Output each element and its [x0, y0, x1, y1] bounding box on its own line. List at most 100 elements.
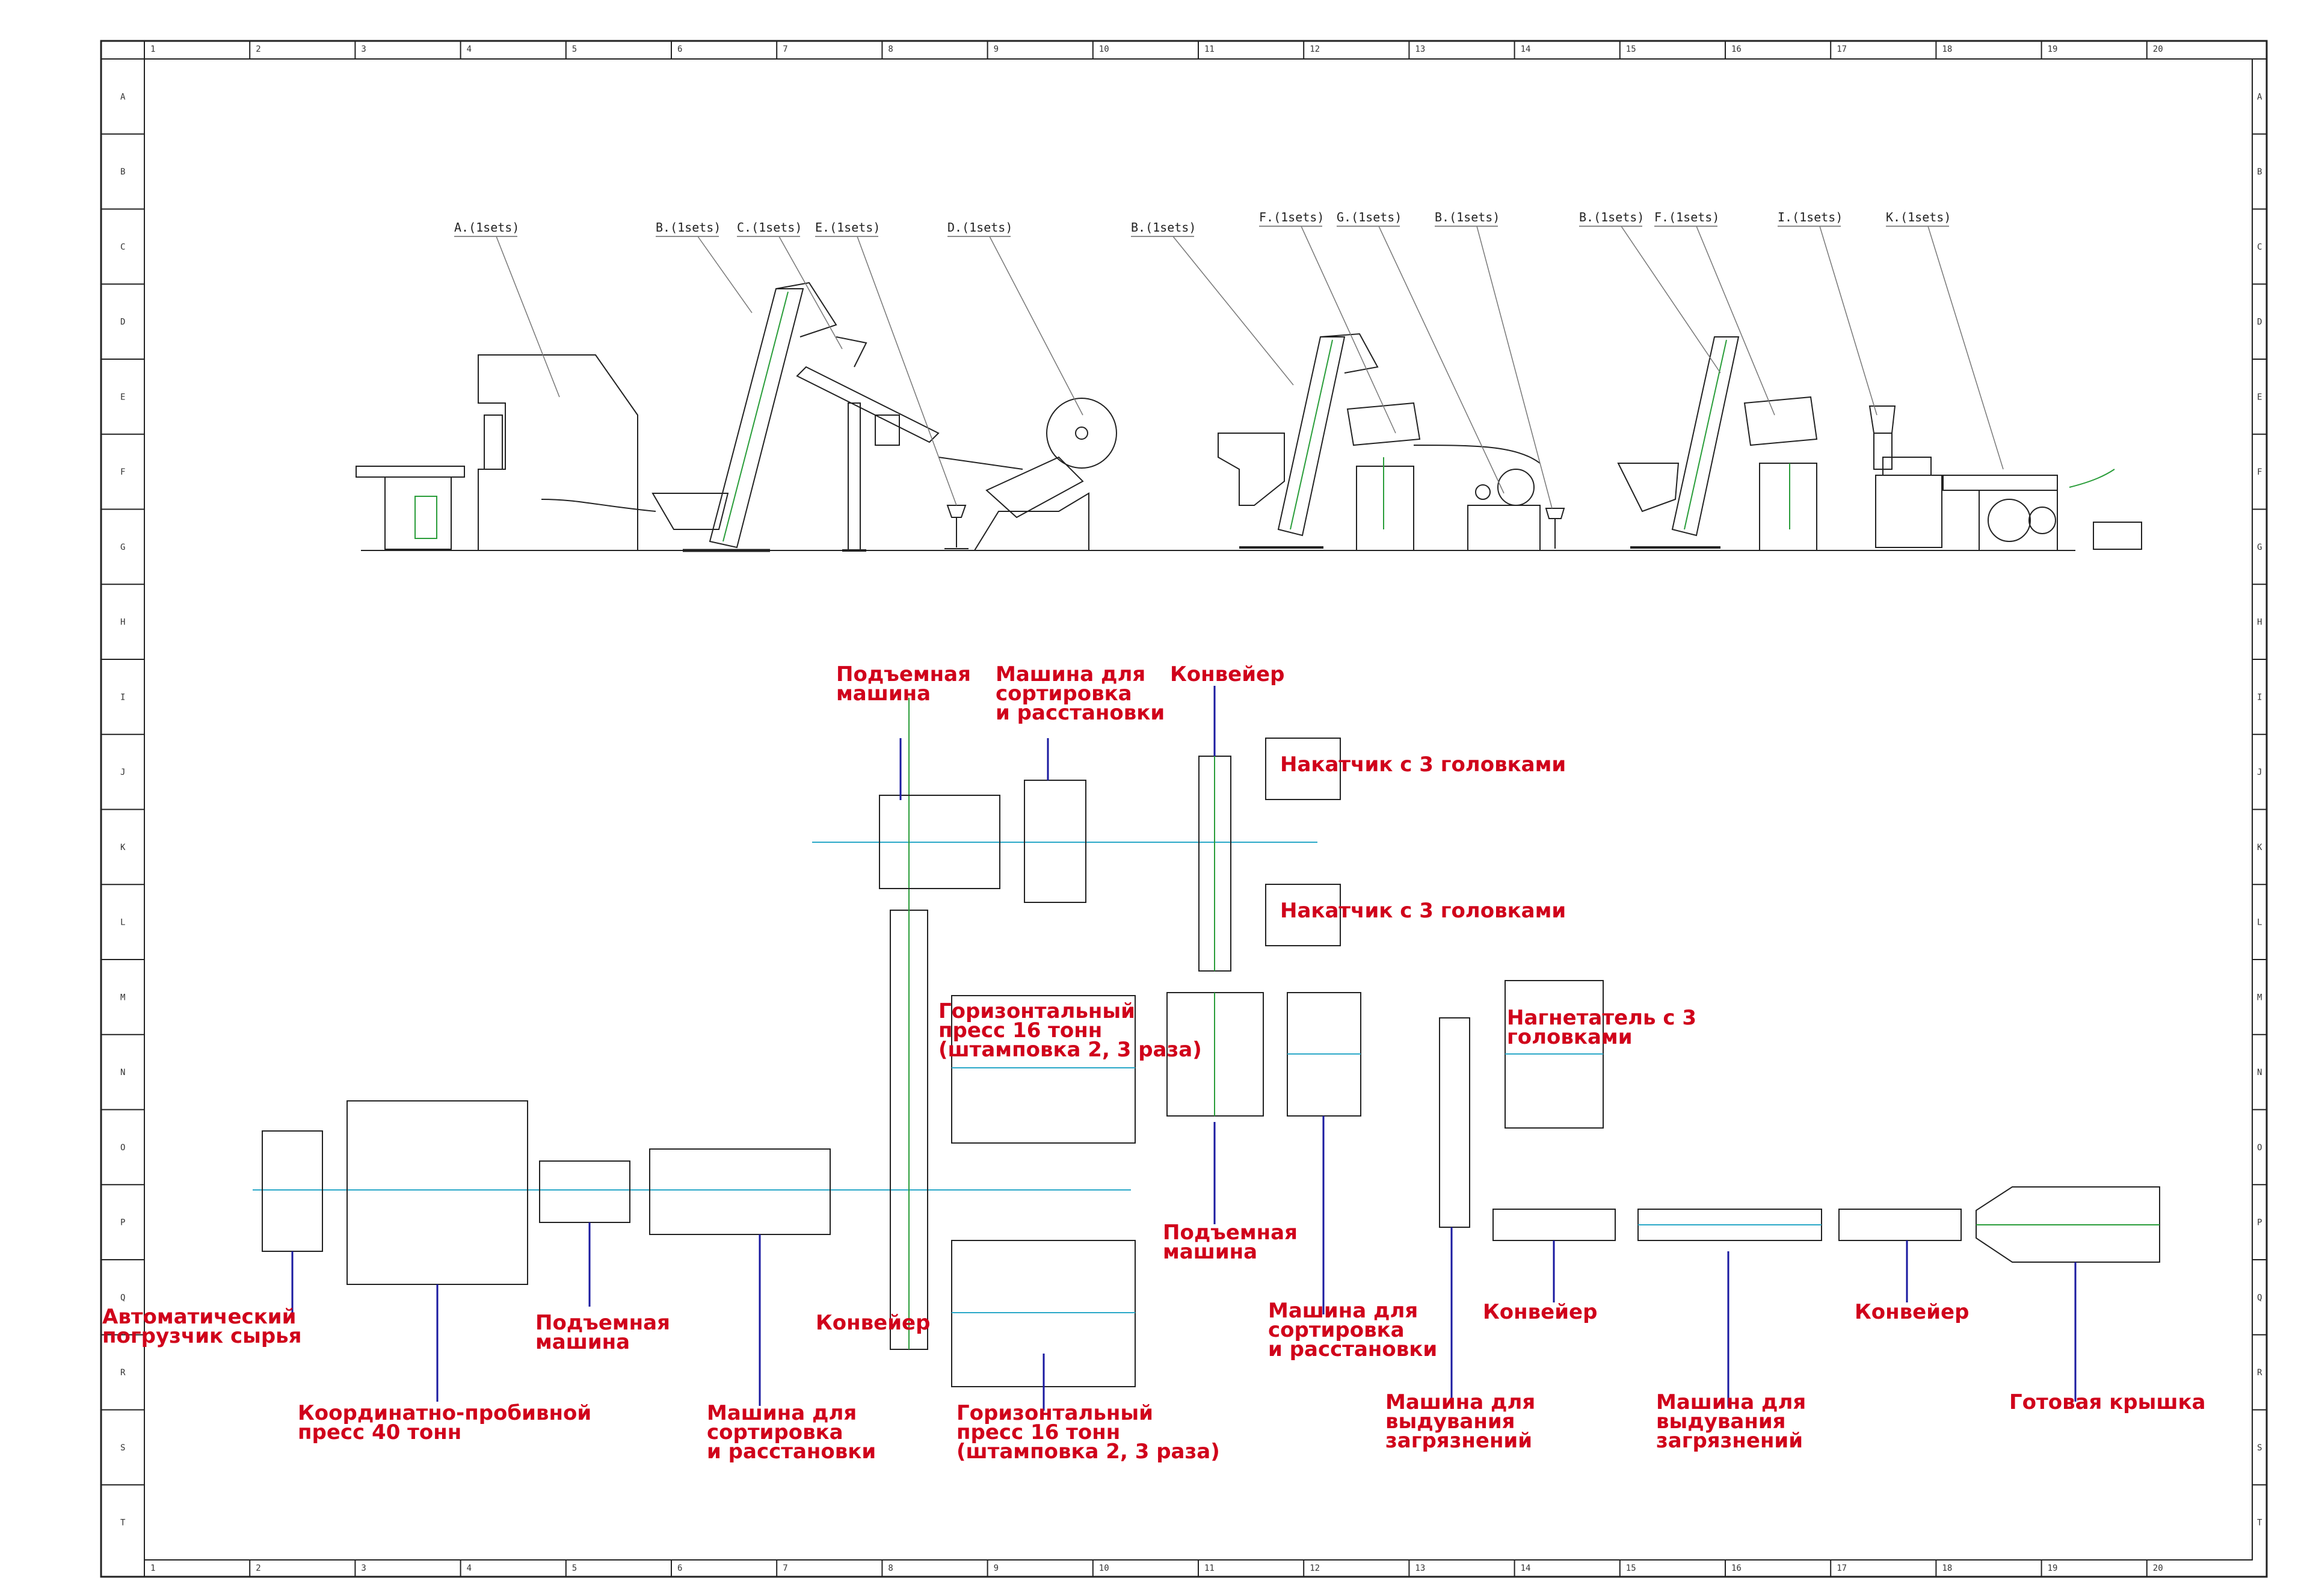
ruler-col-label: 4: [467, 45, 472, 54]
side-tag-leader: [1301, 226, 1396, 434]
side-tag-t12: I.(1sets): [1778, 210, 1843, 224]
ruler-row-label: L: [120, 918, 125, 928]
plan-layout: [253, 698, 2160, 1387]
ruler-row-label: T: [120, 1518, 126, 1528]
label-line: Автоматический: [102, 1305, 296, 1329]
ruler-row-label: M: [2257, 993, 2262, 1002]
side-tag-t1: A.(1sets): [454, 220, 519, 235]
label-line: загрязнений: [1385, 1429, 1532, 1453]
ruler-col-label: 19: [2048, 45, 2058, 54]
ruler-row-label: O: [2257, 1143, 2262, 1153]
ruler-row-label: H: [2257, 618, 2262, 627]
ruler-row-label: P: [120, 1218, 125, 1228]
ruler-col-label: 2: [256, 1564, 260, 1573]
label-line: машина: [836, 682, 931, 706]
side-tag-leader: [1476, 226, 1553, 509]
ruler-row-label: K: [2257, 843, 2262, 852]
ruler-col-label: 11: [1204, 45, 1215, 54]
side-tag-leader: [1378, 226, 1505, 494]
box-lift-top: [879, 795, 1000, 889]
ruler-col-label: 17: [1837, 1564, 1847, 1573]
ruler-col-label: 1: [150, 45, 155, 54]
label-line: головками: [1507, 1025, 1633, 1049]
side-tag-leader: [496, 236, 560, 398]
ruler-col-label: 16: [1731, 1564, 1742, 1573]
ruler-row-label: A: [2257, 92, 2262, 102]
machine-f-sorter-3: [1743, 396, 1818, 551]
side-tag-t7: F.(1sets): [1259, 210, 1324, 224]
ruler-row-label: S: [2257, 1443, 2262, 1453]
box-loader: [262, 1130, 323, 1252]
ruler-row-label: J: [2257, 768, 2262, 777]
ruler-col-label: 20: [2153, 1564, 2163, 1573]
label-conv_top: Конвейер: [1170, 662, 1284, 686]
ruler-row-label: J: [120, 768, 125, 777]
side-elevation: [356, 282, 2142, 552]
machine-d-horizontal-press: [938, 398, 1117, 551]
machine-i-injector: [1868, 405, 1942, 548]
ruler-col-label: 19: [2048, 1564, 2058, 1573]
side-tag-t13: K.(1sets): [1886, 210, 1951, 224]
side-elevation-tags: A.(1sets)B.(1sets)C.(1sets)E.(1sets)D.(1…: [454, 210, 2004, 509]
ruler-col-label: 7: [783, 45, 787, 54]
side-tag-leader: [1172, 236, 1294, 386]
label-line: Машина для: [707, 1401, 857, 1425]
ruler-col-label: 16: [1731, 45, 1742, 54]
label-line: и расстановки: [1268, 1337, 1437, 1361]
label-line: пресс 16 тонн: [938, 1018, 1102, 1043]
label-line: Накатчик с 3 головками: [1280, 753, 1566, 777]
machine-e-cup-1: [944, 505, 969, 549]
machine-c-sorter-1: [796, 336, 940, 552]
grid-ruler: 1122334455667788991010111112121313141415…: [101, 41, 2267, 1577]
plan-leaders: [291, 686, 2077, 1411]
ruler-col-label: 1: [150, 1564, 155, 1573]
machine-b-elevator-3: [1617, 336, 1740, 549]
machine-f-sorter-2: [1346, 402, 1421, 551]
side-tag-leader: [1696, 226, 1775, 416]
box-final: [1976, 1186, 2160, 1263]
side-tag-t5: D.(1sets): [947, 220, 1012, 235]
ruler-col-label: 10: [1099, 45, 1109, 54]
label-line: Конвейер: [1855, 1300, 1969, 1324]
ruler-row-label: B: [2257, 167, 2262, 177]
label-line: погрузчик сырья: [102, 1324, 302, 1348]
ruler-row-label: I: [2257, 692, 2262, 702]
box-roller-2: [1265, 884, 1341, 946]
machine-k-blower: [1942, 469, 2142, 551]
box-hpress-top: [951, 995, 1136, 1144]
label-line: (штамповка 2, 3 раза): [938, 1038, 1202, 1062]
ruler-col-label: 8: [888, 45, 893, 54]
ruler-col-label: 14: [1521, 45, 1531, 54]
side-tag-leader: [1927, 226, 2004, 470]
side-tag-t8: G.(1sets): [1337, 210, 1402, 224]
ruler-row-label: O: [120, 1143, 125, 1153]
label-line: сортировка: [707, 1420, 843, 1444]
ruler-row-label: B: [120, 167, 125, 177]
label-conv3: Конвейер: [1855, 1300, 1969, 1324]
box-sort-top: [1024, 780, 1086, 903]
ruler-col-label: 3: [361, 1564, 366, 1573]
ruler-col-label: 13: [1415, 1564, 1425, 1573]
ruler-row-label: A: [120, 92, 126, 102]
box-sort1: [649, 1148, 831, 1235]
ruler-col-label: 8: [888, 1564, 893, 1573]
label-line: выдувания: [1656, 1410, 1786, 1434]
machine-g-roller: [1413, 445, 1565, 551]
label-line: Машина для: [996, 662, 1145, 686]
label-line: машина: [1163, 1240, 1257, 1264]
side-tag-leader: [857, 236, 957, 506]
ruler-col-label: 12: [1310, 1564, 1320, 1573]
label-conv2: Конвейер: [1483, 1300, 1597, 1324]
ruler-col-label: 13: [1415, 45, 1425, 54]
ruler-row-label: C: [120, 242, 125, 252]
label-line: сортировка: [996, 682, 1132, 706]
side-tag-leader: [1819, 226, 1877, 416]
side-tag-leader: [989, 236, 1083, 416]
label-line: Подъемная: [836, 662, 971, 686]
